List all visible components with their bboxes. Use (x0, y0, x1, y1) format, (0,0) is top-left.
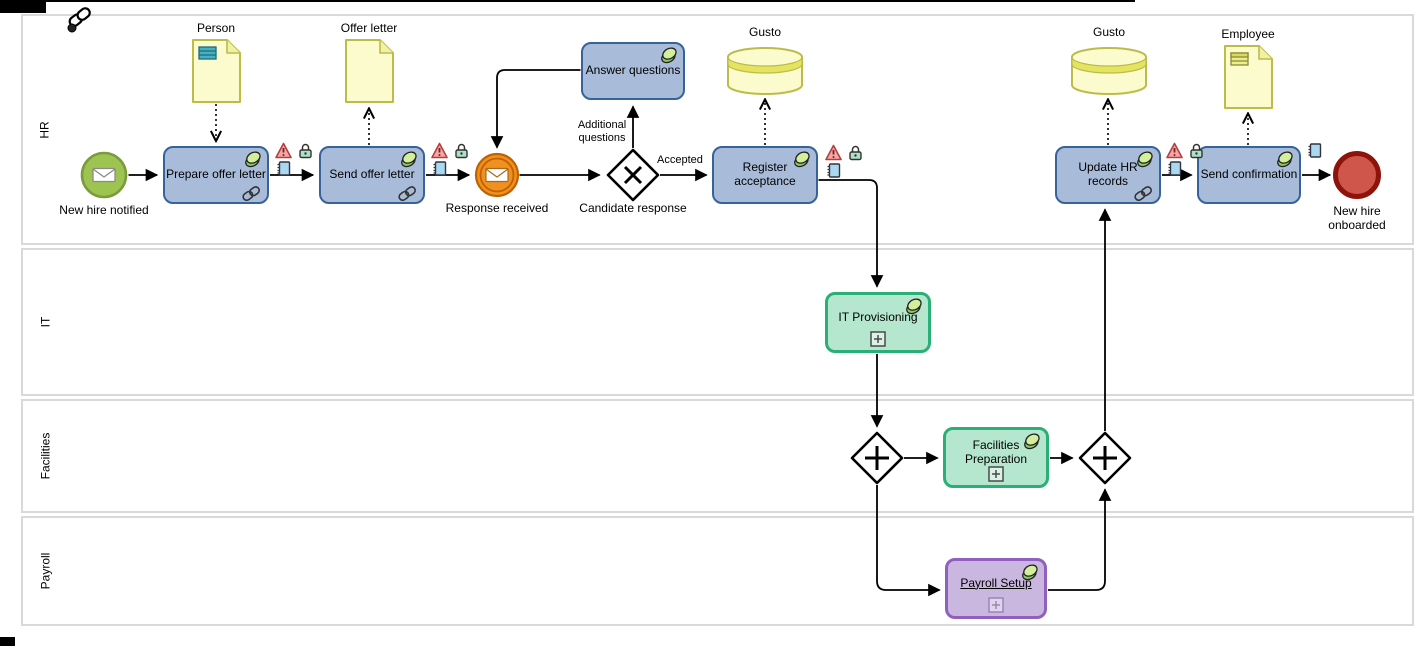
task-label: Answer questions (585, 63, 681, 78)
flow-payroll-to-join (1048, 488, 1112, 591)
subprocess-label: Facilities Preparation (964, 437, 1028, 466)
notebook-icon (827, 163, 841, 178)
bottom-left-black-bar (0, 637, 15, 646)
link-chain-icon (242, 186, 260, 201)
data-object-label: Person (196, 21, 236, 35)
subprocess-it-provisioning[interactable]: IT Provisioning (825, 292, 931, 353)
link-chain-icon (1134, 186, 1152, 201)
task-prepare-offer-letter[interactable]: Prepare offer letter (163, 146, 269, 204)
collapsed-subprocess-expand-icon[interactable] (988, 466, 1004, 482)
gateway-parallel-split[interactable] (849, 430, 905, 486)
flow-answer-to-response (490, 69, 581, 149)
task-label: Send offer letter (329, 167, 415, 182)
documentation-leaf-icon (661, 47, 677, 64)
cursor-link-icon (67, 7, 91, 33)
top-black-line (0, 0, 1135, 2)
parallel-gateway-plus-icon (865, 446, 889, 470)
gateway-parallel-join[interactable] (1077, 430, 1133, 486)
lane-it: IT (21, 248, 1414, 396)
task-send-confirmation[interactable]: Send confirmation (1197, 146, 1301, 204)
warning-triangle-icon (825, 144, 842, 161)
gateway-label: Candidate response (579, 201, 687, 215)
documentation-leaf-icon (1024, 433, 1040, 450)
top-left-black-bar (0, 0, 46, 13)
task-label: Update HR records (1078, 160, 1138, 188)
notebook-icon (277, 161, 291, 176)
warning-triangle-icon (1166, 142, 1183, 159)
documentation-leaf-icon (794, 151, 810, 168)
subprocess-label: Payroll Setup (960, 575, 1032, 590)
collapsed-subprocess-expand-icon[interactable] (988, 597, 1004, 613)
subprocess-payroll-setup[interactable]: Payroll Setup (945, 558, 1047, 619)
data-store-label: Gusto (1092, 25, 1125, 39)
end-event-new-hire-onboarded[interactable] (1330, 148, 1384, 202)
lane-facilities: Facilities (21, 399, 1414, 513)
task-update-hr-records[interactable]: Update HR records (1055, 146, 1161, 204)
start-event-label: New hire notified (59, 203, 149, 217)
flow-split-to-payroll (876, 485, 941, 597)
lane-payroll: Payroll (21, 516, 1414, 626)
task-send-offer-letter[interactable]: Send offer letter (319, 146, 425, 204)
documentation-leaf-icon (1137, 151, 1153, 168)
notebook-icon (1308, 143, 1322, 158)
data-object-label: Offer letter (340, 21, 398, 35)
task-register-acceptance[interactable]: Register acceptance (712, 146, 818, 204)
data-object-person[interactable] (192, 39, 241, 103)
intermediate-event-label: Response received (445, 201, 549, 215)
task-label: Register acceptance (734, 160, 796, 188)
subprocess-facilities-preparation[interactable]: Facilities Preparation (943, 427, 1049, 488)
collapsed-subprocess-expand-icon[interactable] (870, 331, 886, 347)
parallel-gateway-plus-icon (1093, 446, 1117, 470)
warning-triangle-icon (275, 142, 292, 159)
documentation-leaf-icon (1277, 151, 1293, 168)
lock-icon (1190, 143, 1203, 159)
lock-icon (849, 145, 862, 161)
edge-label-accepted: Accepted (657, 154, 703, 166)
table-icon (198, 46, 217, 60)
message-envelope-icon (485, 167, 509, 183)
lane-hr: HR (21, 14, 1414, 245)
data-store-label: Gusto (748, 25, 781, 39)
flow-register-to-it (818, 179, 884, 288)
data-object-offer-letter[interactable] (345, 39, 394, 103)
table-icon (1230, 52, 1249, 66)
link-chain-icon (398, 186, 416, 201)
gateway-candidate-response[interactable] (605, 147, 661, 203)
documentation-leaf-icon (1022, 564, 1038, 581)
data-object-employee[interactable] (1224, 45, 1273, 109)
lock-icon (299, 143, 312, 159)
task-answer-questions[interactable]: Answer questions (581, 42, 685, 100)
data-store-gusto-register[interactable] (727, 47, 803, 95)
warning-triangle-icon (431, 142, 448, 159)
notebook-icon (1168, 161, 1182, 176)
data-store-gusto-update[interactable] (1071, 47, 1147, 95)
data-object-label: Employee (1221, 27, 1275, 41)
subprocess-label: IT Provisioning (838, 309, 918, 324)
exclusive-gateway-x-icon (623, 165, 643, 185)
documentation-leaf-icon (401, 151, 417, 168)
start-event-new-hire-notified[interactable] (78, 149, 130, 201)
documentation-leaf-icon (245, 151, 261, 168)
documentation-leaf-icon (906, 298, 922, 315)
edge-label-additional-questions: Additional questions (577, 119, 627, 144)
task-label: Prepare offer letter (166, 167, 266, 182)
task-label: Send confirmation (1200, 167, 1298, 182)
lock-icon (455, 143, 468, 159)
end-event-label: New hire onboarded (1328, 204, 1386, 233)
intermediate-event-response-received[interactable] (473, 151, 521, 199)
notebook-icon (433, 161, 447, 176)
message-envelope-icon (92, 167, 116, 183)
